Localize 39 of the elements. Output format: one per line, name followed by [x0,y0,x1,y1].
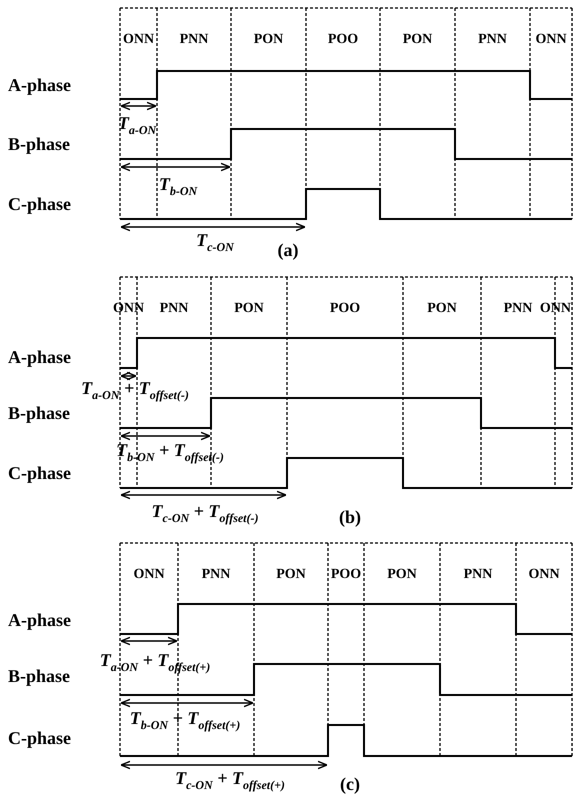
time-label: T$_{a-ON}$ + T$_{offset(-)}$ [81,379,189,401]
state-label: ONN [540,302,571,316]
phase-label: C-phase [8,464,72,482]
state-label: PON [254,33,284,47]
phase-label: A-phase [8,611,72,629]
state-label: PNN [180,33,208,47]
phase-label: A-phase [8,348,72,366]
state-label: POO [330,568,362,582]
state-label: ONN [528,568,560,582]
panel-caption: (a) [278,241,298,259]
state-label: PON [276,568,306,582]
phase-label: B-phase [8,404,70,422]
state-label: PNN [478,33,507,47]
state-label: PON [387,568,417,582]
state-label: PNN [160,302,188,316]
time-label: T$_{c-ON}$ + T$_{offset(-)}$ [152,502,258,524]
time-label: T$_{b-ON}$ [158,175,198,197]
time-label: T$_{c-ON}$ + T$_{offset(+)}$ [175,769,285,791]
state-label: PNN [202,568,230,582]
state-label: PON [402,33,432,47]
state-label: POO [330,302,360,316]
state-label: PNN [504,302,532,316]
state-label: PON [234,302,264,316]
phase-label: C-phase [8,729,72,747]
phase-label: B-phase [8,667,70,685]
phase-label: B-phase [8,135,70,153]
state-label: PON [427,302,457,316]
state-label: ONN [133,568,165,582]
state-label: PNN [464,568,492,582]
phase-label: C-phase [8,195,72,213]
state-label: ONN [112,302,144,316]
panel-caption: (c) [340,775,360,793]
panel-caption: (b) [339,508,361,526]
time-label: T$_{c-ON}$ [196,231,234,253]
time-label: T$_{a-ON}$ + T$_{offset(+)}$ [100,651,210,673]
state-label: ONN [535,33,567,47]
state-label: POO [328,33,358,47]
state-label: ONN [122,33,154,47]
phase-label: A-phase [8,76,72,94]
